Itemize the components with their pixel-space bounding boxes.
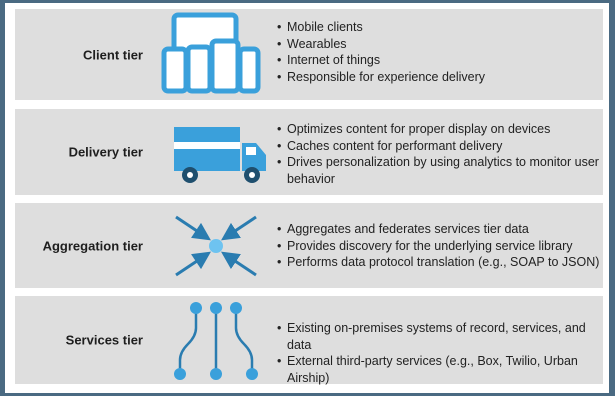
bullet-item: Wearables [277, 36, 485, 53]
bullet-item: Internet of things [277, 52, 485, 69]
delivery-tier-label: Delivery tier [68, 144, 143, 160]
client-tier-bullets: Mobile clients Wearables Internet of thi… [277, 19, 485, 85]
service-nodes-icon [174, 302, 258, 380]
services-tier-label: Services tier [65, 332, 143, 348]
bullet-item: Caches content for performant delivery [277, 138, 603, 155]
truck-icon [174, 127, 266, 183]
bullet-item: Performs data protocol translation (e.g.… [277, 254, 599, 271]
client-tier-row: Client tier Mobile clients Wearables Int… [15, 9, 603, 100]
converging-arrows-icon [175, 215, 257, 277]
delivery-tier-bullets: Optimizes content for proper display on … [277, 121, 603, 187]
bullet-item: Mobile clients [277, 19, 485, 36]
services-tier-bullets: Existing on-premises systems of record, … [277, 320, 603, 386]
aggregation-tier-bullets: Aggregates and federates services tier d… [277, 221, 599, 271]
bullet-item: External third-party services (e.g., Box… [277, 353, 603, 386]
bullet-item: Aggregates and federates services tier d… [277, 221, 599, 238]
bullet-item: Optimizes content for proper display on … [277, 121, 603, 138]
bullet-item: Responsible for experience delivery [277, 69, 485, 86]
services-tier-row: Services tier Existing on-premises syste… [15, 296, 603, 386]
client-tier-label: Client tier [83, 47, 143, 62]
aggregation-tier-row: Aggregation tier Aggregates and federate… [15, 203, 603, 288]
bullet-item: Provides discovery for the underlying se… [277, 238, 599, 255]
tier-diagram: Client tier Mobile clients Wearables Int… [5, 3, 609, 393]
bullet-item: Existing on-premises systems of record, … [277, 320, 603, 353]
aggregation-tier-label: Aggregation tier [42, 238, 143, 253]
devices-icon [161, 12, 261, 94]
bullet-item: Drives personalization by using analytic… [277, 154, 603, 187]
delivery-tier-row: Delivery tier Optimizes content for prop… [15, 109, 603, 195]
